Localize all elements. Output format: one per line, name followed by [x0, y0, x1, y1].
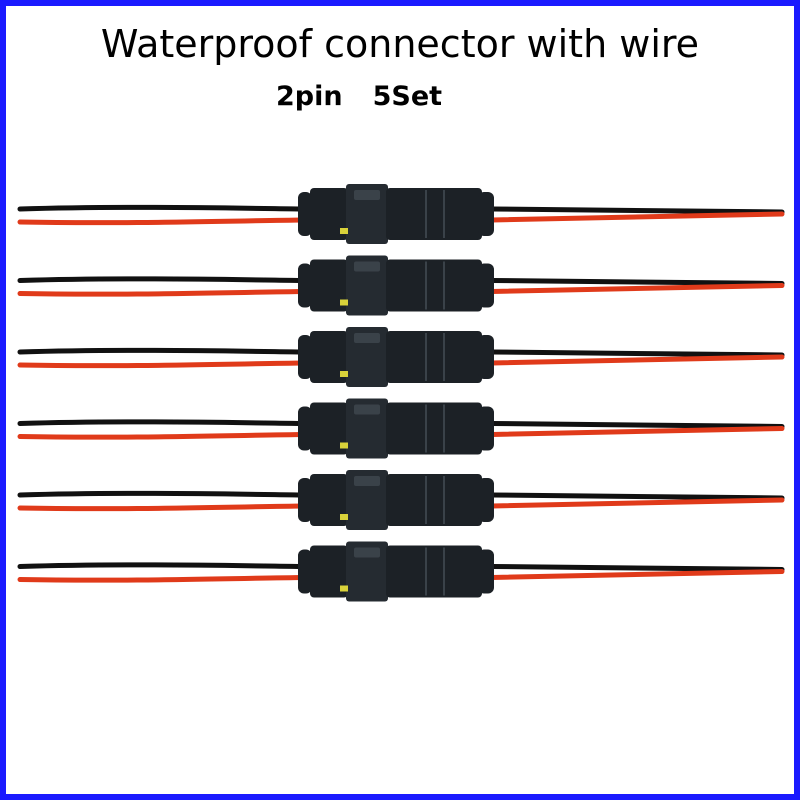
- seal-ring: [340, 371, 348, 377]
- connector-right-cap: [478, 335, 494, 379]
- black-wire-left: [17, 490, 307, 498]
- connector-right-cap: [478, 478, 494, 522]
- red-wire-right: [489, 354, 785, 366]
- black-wire-left: [17, 276, 307, 283]
- connector-left-body: [310, 331, 348, 383]
- red-wire-left: [17, 503, 307, 512]
- connector-left-body: [310, 545, 348, 598]
- connector-right-body: [386, 474, 482, 526]
- black-wire-right: [489, 206, 785, 215]
- set-count-label: 5Set: [372, 81, 443, 112]
- connector-right-cap: [478, 263, 494, 308]
- latch-tab: [354, 333, 380, 343]
- connector-left-cap: [298, 335, 312, 379]
- red-wire-right: [489, 211, 785, 223]
- red-wire-right: [489, 497, 785, 509]
- product-subtitle: 2pin 5Set: [276, 80, 442, 114]
- connector-left-cap: [298, 478, 312, 522]
- black-wire-left: [17, 419, 307, 426]
- connector-pair: [17, 255, 785, 316]
- connector-right-body: [386, 331, 482, 383]
- connector-left-cap: [298, 263, 312, 308]
- latch-tab: [354, 190, 380, 200]
- connector-left-body: [310, 188, 348, 240]
- product-title: Waterproof connector with wire: [100, 22, 700, 66]
- connector-pair: [17, 327, 785, 387]
- red-wire-right: [489, 569, 785, 580]
- latch-tab: [354, 261, 380, 272]
- connector-right-cap: [478, 192, 494, 236]
- latch-tab: [354, 404, 380, 415]
- latch-tab: [354, 476, 380, 486]
- seal-ring: [340, 514, 348, 520]
- connector-right-body: [386, 259, 482, 312]
- connector-left-cap: [298, 192, 312, 236]
- black-wire-left: [17, 562, 307, 569]
- seal-ring: [340, 442, 348, 449]
- connector-left-cap: [298, 549, 312, 594]
- black-wire-right: [489, 492, 785, 501]
- connector-right-body: [386, 188, 482, 240]
- seal-ring: [340, 228, 348, 234]
- black-wire-right: [489, 349, 785, 358]
- connector-left-body: [310, 474, 348, 526]
- black-wire-right: [489, 564, 785, 572]
- connector-right-cap: [478, 549, 494, 594]
- red-wire-left: [17, 575, 307, 583]
- latch-tab: [354, 547, 380, 558]
- connector-left-cap: [298, 406, 312, 451]
- connector-photo: [17, 184, 785, 602]
- connector-right-body: [386, 402, 482, 455]
- connector-left-body: [310, 259, 348, 312]
- red-wire-right: [489, 426, 785, 437]
- connector-pair: [17, 398, 785, 459]
- pin-count-label: 2pin: [276, 81, 343, 112]
- black-wire-right: [489, 278, 785, 286]
- black-wire-left: [17, 204, 307, 212]
- connector-pair: [17, 541, 785, 602]
- connector-left-body: [310, 402, 348, 455]
- red-wire-left: [17, 289, 307, 297]
- red-wire-left: [17, 360, 307, 369]
- connector-pair: [17, 184, 785, 244]
- red-wire-left: [17, 432, 307, 440]
- seal-ring: [340, 299, 348, 306]
- red-wire-right: [489, 283, 785, 294]
- connector-right-cap: [478, 406, 494, 451]
- red-wire-left: [17, 217, 307, 226]
- black-wire-right: [489, 421, 785, 429]
- black-wire-left: [17, 347, 307, 355]
- seal-ring: [340, 585, 348, 592]
- connector-pair: [17, 470, 785, 530]
- connector-right-body: [386, 545, 482, 598]
